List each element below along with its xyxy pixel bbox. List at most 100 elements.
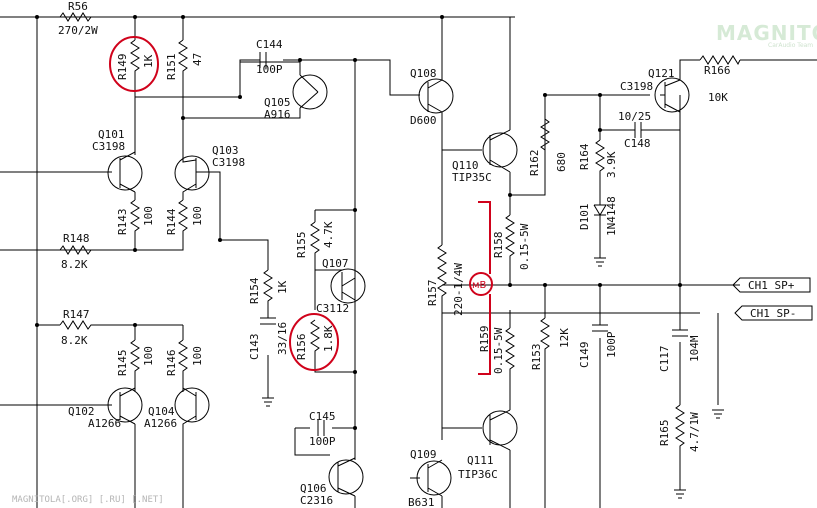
resistor-r162: [540, 95, 550, 151]
label-ref: R162: [528, 150, 541, 177]
resistor-r166: [699, 55, 741, 66]
label-ref: Q108: [410, 67, 437, 80]
label-ref: R166: [704, 64, 731, 77]
label-ref: Q107: [322, 257, 349, 270]
label-ref: R157: [426, 280, 439, 307]
resistor-r148: [59, 245, 92, 255]
label-ref: D101: [578, 204, 591, 231]
red-annotations: мВ: [109, 36, 493, 375]
resistor-r165: [675, 404, 685, 450]
connector-label: CH1 SP+: [748, 279, 795, 292]
connector-label: CH1 SP-: [750, 307, 796, 320]
label-ref: R148: [63, 232, 90, 245]
resistor-r157: [437, 244, 447, 320]
resistor-r154: [263, 269, 273, 305]
label-value: 8.2K: [61, 334, 88, 347]
label-value: 680: [555, 152, 568, 172]
label-ref: C117: [658, 346, 671, 373]
label-ref: R156: [295, 334, 308, 361]
resistor-r146: [178, 339, 188, 380]
label-ref: R158: [492, 232, 505, 259]
label-ref: C149: [578, 342, 591, 369]
label-value: C3198: [92, 140, 125, 153]
label-value: 4.7/1W: [688, 412, 701, 452]
label-value: 47: [191, 53, 204, 66]
millivolt-meter-icon: [469, 272, 493, 296]
label-value: C3198: [212, 156, 245, 169]
label-value: 100: [191, 206, 204, 226]
label-value: B631: [408, 496, 435, 508]
label-value: 33/16: [276, 322, 289, 355]
label-ref: Q111: [467, 454, 494, 467]
connector-ch1-sp-plus: CH1 SP+: [732, 277, 811, 293]
label-value: C3198: [620, 80, 653, 93]
resistor-r159: [505, 327, 515, 372]
resistor-r144: [178, 199, 188, 240]
transistor-circles: [107, 74, 690, 496]
label-ref: C144: [256, 38, 283, 51]
label-ref: R155: [295, 232, 308, 259]
label-ref: C143: [248, 334, 261, 361]
diode-symbol-d101: [593, 195, 607, 235]
capacitor-symbols: [259, 52, 688, 436]
label-ref: Q102: [68, 405, 95, 418]
label-value: 1K: [142, 54, 155, 68]
label-value: 0.15-5W: [492, 327, 505, 374]
label-value: 1.8K: [322, 325, 335, 352]
resistor-r151: [178, 39, 188, 80]
label-value: 100P: [605, 331, 618, 358]
label-value: 10/25: [618, 110, 651, 123]
label-ref: Q110: [452, 159, 479, 172]
label-ref: R146: [165, 350, 178, 377]
label-value: A1266: [144, 417, 177, 430]
resistor-r145: [130, 339, 140, 380]
capacitor-c143: [260, 317, 276, 325]
label-ref: C148: [624, 137, 651, 150]
capacitor-c117: [672, 329, 688, 337]
label-value: 3.9K: [605, 151, 618, 178]
label-ref: R153: [530, 344, 543, 371]
resistor-r155: [310, 221, 320, 258]
label-ref: R154: [248, 277, 261, 304]
label-ref: Q103: [212, 144, 239, 157]
label-value: 100P: [309, 435, 336, 448]
bracket-r158-r159: [478, 201, 491, 375]
footer-watermark: MAGNITOLA[.ORG] [.RU] [.NET]: [12, 495, 164, 505]
capacitor-c148: [634, 122, 650, 138]
label-ref: R165: [658, 420, 671, 447]
resistor-r143: [130, 199, 140, 240]
label-value: D600: [410, 114, 437, 127]
magnitola-logo: MAGNITOLA CarAudio Team: [716, 21, 817, 49]
label-value: 100: [142, 206, 155, 226]
label-ref: Q104: [148, 405, 175, 418]
meter-label: мВ: [472, 280, 487, 291]
logo-subtext: CarAudio Team: [768, 42, 813, 49]
label-value: 12K: [558, 328, 571, 348]
highlight-r149: [109, 36, 159, 92]
logo-text: MAGNITOLA: [716, 21, 817, 45]
resistor-symbols: [59, 12, 741, 450]
highlight-r156: [289, 313, 339, 371]
label-value: A1266: [88, 417, 121, 430]
resistor-r149: [130, 39, 140, 88]
label-ref: Q105: [264, 96, 291, 109]
capacitor-c144: [259, 52, 267, 68]
label-ref: R151: [165, 54, 178, 81]
resistor-r56: [59, 12, 92, 22]
label-value: 104M: [688, 335, 701, 362]
label-ref: R145: [116, 350, 129, 377]
label-ref: R149: [116, 54, 129, 81]
label-value: 220-1/4W: [452, 263, 465, 316]
label-value: 10K: [708, 91, 728, 104]
label-value: 100: [142, 346, 155, 366]
label-ref: R143: [116, 209, 129, 236]
label-value: C3112: [316, 302, 349, 315]
label-value: 100P: [256, 63, 283, 76]
label-ref: R56: [68, 0, 88, 13]
label-value: 1K: [276, 280, 289, 294]
label-value: 100: [191, 346, 204, 366]
label-value: TIP36C: [458, 468, 498, 481]
label-ref: Q121: [648, 67, 675, 80]
capacitor-c145: [317, 420, 325, 436]
